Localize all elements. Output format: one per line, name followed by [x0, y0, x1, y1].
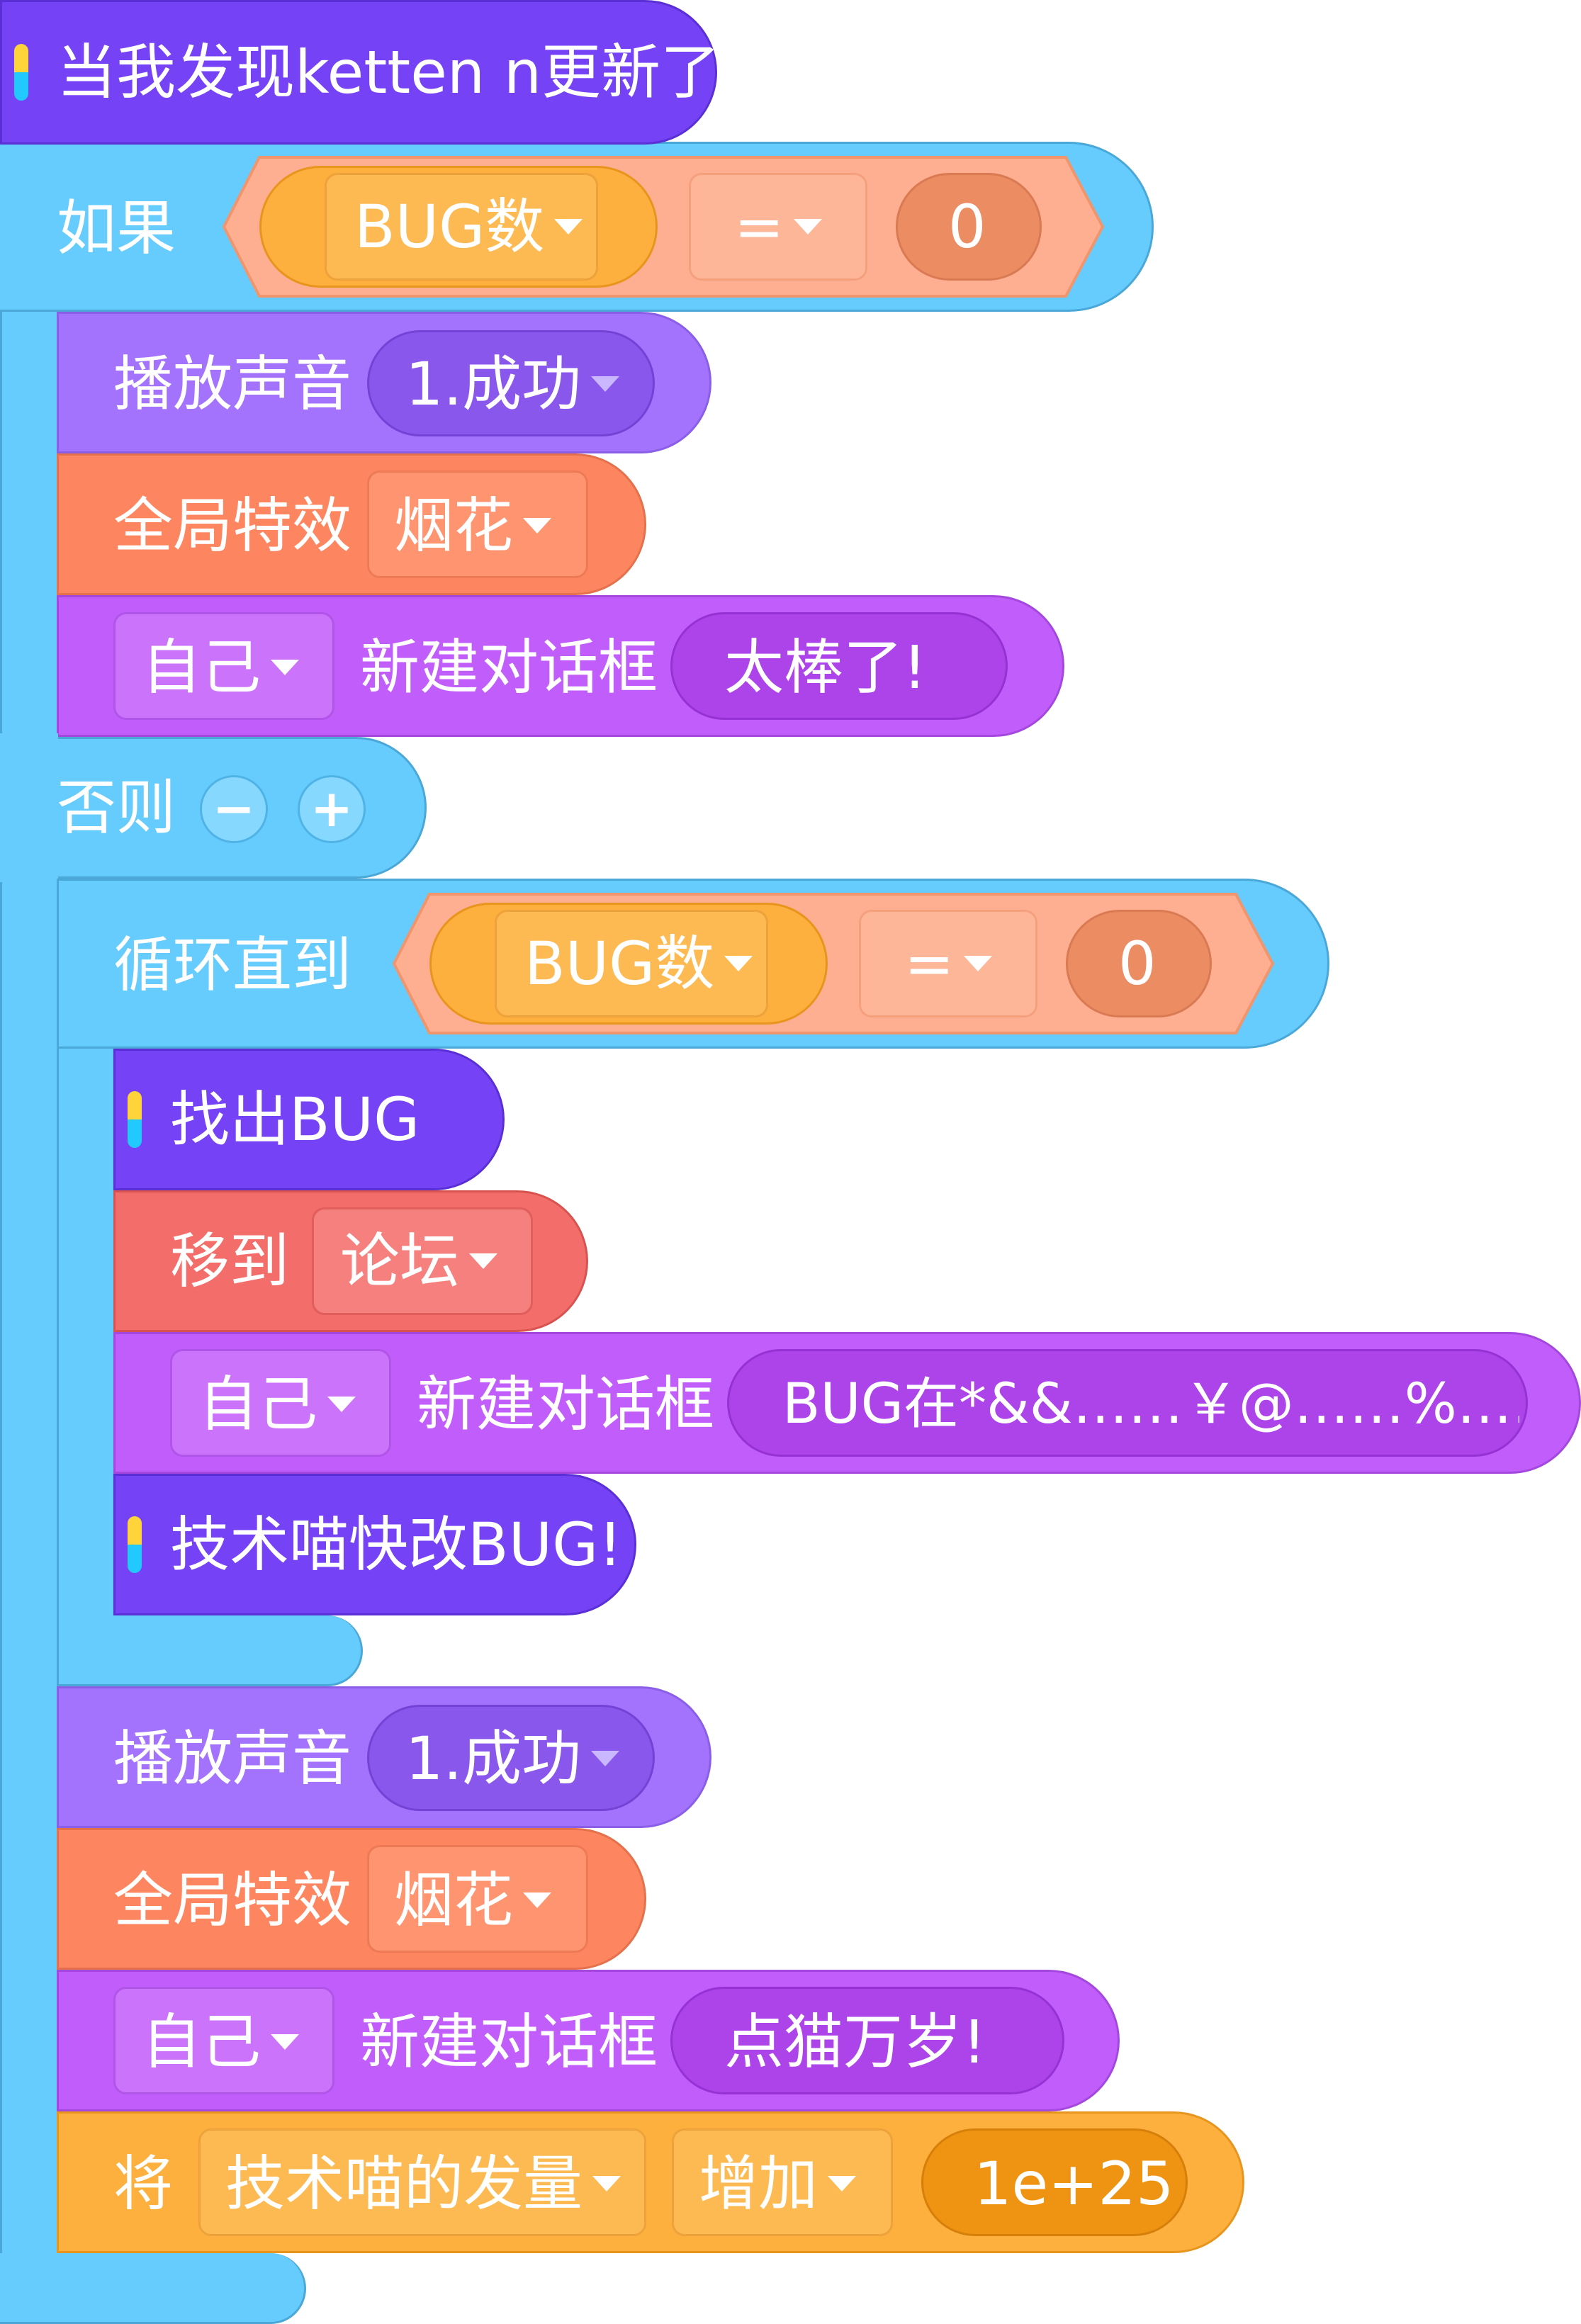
dropdown-arrow-icon: [271, 660, 300, 676]
effect-dropdown-label: 烟花: [394, 490, 552, 561]
after-sound-text: 1.成功: [405, 1724, 582, 1793]
dialog-text: 太棒了!: [724, 633, 927, 702]
loop-operator-text: =: [904, 929, 955, 998]
dialog-target-text: 自己: [142, 633, 261, 702]
loop-dialog-text: BUG在*&&……￥@……%……: [782, 1372, 1519, 1436]
remove-branch-button[interactable]: −: [200, 775, 268, 843]
dropdown-arrow-icon: [591, 1751, 620, 1767]
loop-variable-text: BUG数: [524, 929, 715, 998]
loop-variable-dropdown[interactable]: [495, 910, 768, 1017]
variable-dropdown[interactable]: [198, 2128, 646, 2236]
after-effect-text: 烟花: [394, 1866, 514, 1935]
if-operator-text: =: [734, 192, 784, 261]
if-variable-text: BUG数: [354, 192, 545, 261]
loop-operator-dropdown[interactable]: [859, 910, 1037, 1017]
if-else-footer: [0, 2253, 306, 2324]
dropdown-arrow-icon: [964, 956, 993, 972]
loop-dialog-text-input[interactable]: [727, 1349, 1528, 1457]
if-variable-dropdown[interactable]: [325, 173, 598, 281]
event-hat-block[interactable]: [0, 0, 717, 145]
dropdown-arrow-icon: [794, 219, 823, 235]
after-play-sound-label: 播放声音: [113, 1724, 352, 1793]
minus-icon: −: [212, 779, 256, 838]
else-keyword: 否则: [57, 773, 176, 842]
find-bug-label: 找出BUG: [170, 1085, 420, 1154]
after-new-dialog-label: 新建对话框: [360, 2007, 658, 2077]
change-variable-label: 将: [113, 2149, 174, 2218]
fix-bug-block[interactable]: [113, 1474, 636, 1615]
dialog-target-label: 自己: [142, 632, 300, 703]
after-dialog-text: 点猫万岁!: [724, 2007, 986, 2077]
if-keyword: 如果: [57, 193, 176, 263]
repeat-until-footer: [57, 1615, 363, 1686]
dropdown-arrow-icon: [523, 1893, 552, 1909]
dropdown-arrow-icon: [271, 2034, 300, 2051]
add-branch-button[interactable]: +: [298, 775, 366, 843]
repeat-until-label: 循环直到: [113, 930, 352, 1000]
if-value-text: 0: [948, 192, 986, 261]
else-header-fill: [0, 733, 58, 882]
loop-dialog-target-text: 自己: [198, 1370, 318, 1439]
loop-value-text: 0: [1118, 929, 1157, 998]
variable-dropdown-label: 技术喵的发量: [225, 2148, 621, 2219]
operation-text: 增加: [699, 2149, 818, 2218]
if-else-block[interactable]: [0, 142, 58, 2324]
after-effect-dropdown-label: 烟花: [394, 1865, 552, 1936]
dropdown-arrow-icon: [724, 956, 753, 972]
new-dialog-label: 新建对话框: [360, 633, 658, 702]
global-effect-label: 全局特效: [113, 491, 352, 560]
change-value-input[interactable]: [921, 2128, 1188, 2236]
dropdown-arrow-icon: [591, 376, 620, 393]
dropdown-arrow-icon: [592, 2176, 621, 2192]
if-value-input[interactable]: [896, 173, 1042, 281]
hat-indicator-icon: [128, 1091, 142, 1148]
dialog-text-input[interactable]: [670, 612, 1008, 720]
loop-new-dialog-label: 新建对话框: [417, 1370, 715, 1439]
dropdown-arrow-icon: [469, 1253, 498, 1270]
dropdown-arrow-icon: [554, 219, 583, 235]
find-bug-block[interactable]: [113, 1049, 505, 1190]
plus-icon: +: [310, 779, 354, 838]
after-dialog-text-input[interactable]: [670, 1987, 1064, 2094]
if-operator-dropdown[interactable]: [689, 173, 867, 281]
after-dialog-target-label: 自己: [142, 2007, 300, 2077]
dropdown-arrow-icon: [327, 1397, 356, 1413]
operation-dropdown-label: 增加: [699, 2148, 857, 2219]
play-sound-label: 播放声音: [113, 349, 352, 419]
move-to-label: 移到: [170, 1226, 290, 1296]
change-value-text: 1e+25: [974, 2149, 1174, 2218]
loop-dialog-target-label: 自己: [198, 1369, 356, 1440]
if-variable-label: BUG数: [354, 191, 583, 262]
hat-indicator-icon: [128, 1516, 142, 1573]
after-dialog-target-text: 自己: [142, 2007, 261, 2077]
dropdown-arrow-icon: [828, 2176, 857, 2192]
sound-dropdown-label: 1.成功: [405, 349, 620, 419]
loop-variable-label: BUG数: [524, 928, 753, 999]
move-target-label: 论坛: [340, 1226, 498, 1297]
if-operator-label: =: [734, 191, 823, 262]
after-global-effect-label: 全局特效: [113, 1866, 352, 1935]
effect-text: 烟花: [394, 491, 514, 560]
move-target-text: 论坛: [340, 1226, 460, 1296]
fix-bug-label: 技术喵快改BUG!: [170, 1510, 622, 1579]
loop-operator-label: =: [904, 928, 993, 999]
after-sound-dropdown-label: 1.成功: [405, 1723, 620, 1794]
variable-text: 技术喵的发量: [225, 2149, 583, 2218]
loop-value-input[interactable]: [1066, 910, 1212, 1017]
hat-indicator-icon: [14, 44, 28, 101]
sound-text: 1.成功: [405, 349, 582, 419]
dropdown-arrow-icon: [523, 518, 552, 534]
event-label: 当我发现ketten n更新了: [57, 38, 721, 107]
